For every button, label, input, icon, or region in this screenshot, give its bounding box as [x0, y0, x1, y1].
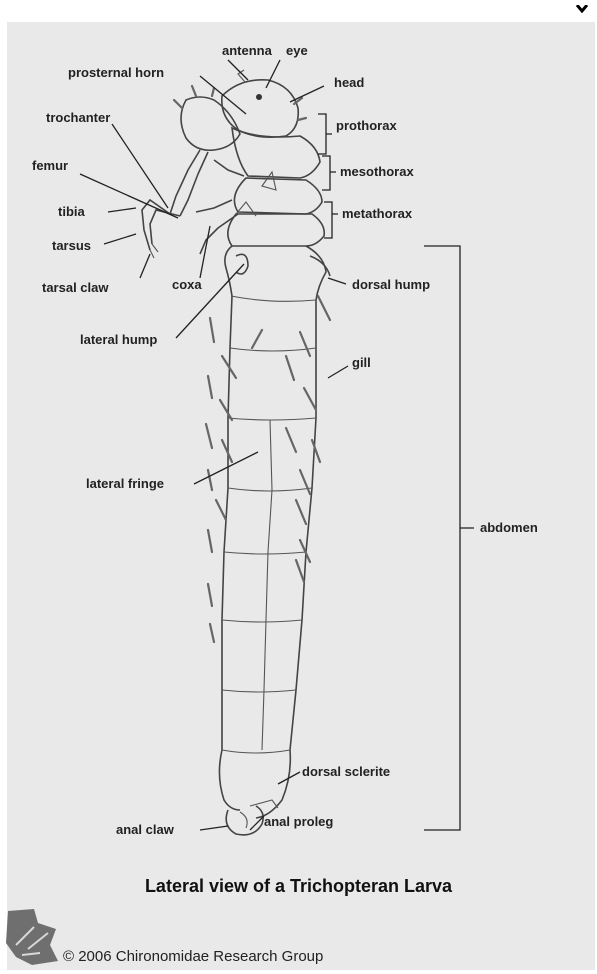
label-trochanter: trochanter: [46, 110, 110, 125]
part-labels: antenna eye prosternal horn head trochan…: [32, 43, 538, 837]
leader-lines: [80, 60, 474, 830]
label-lateral-fringe: lateral fringe: [86, 476, 164, 491]
corner-glyph: [575, 0, 589, 8]
label-dorsal-sclerite: dorsal sclerite: [302, 764, 390, 779]
label-dorsal-hump: dorsal hump: [352, 277, 430, 292]
label-eye: eye: [286, 43, 308, 58]
label-tarsus: tarsus: [52, 238, 91, 253]
label-mesothorax: mesothorax: [340, 164, 414, 179]
label-abdomen: abdomen: [480, 520, 538, 535]
label-prosternal-horn: prosternal horn: [68, 65, 164, 80]
label-gill: gill: [352, 355, 371, 370]
label-antenna: antenna: [222, 43, 273, 58]
label-anal-proleg: anal proleg: [264, 814, 333, 829]
state-map-logo-icon: [4, 905, 64, 974]
larva-body: [181, 70, 330, 835]
label-tibia: tibia: [58, 204, 85, 219]
copyright-notice: © 2006 Chironomidae Research Group: [63, 948, 323, 965]
gills-and-setae: [174, 86, 330, 642]
label-prothorax: prothorax: [336, 118, 397, 133]
diagram-caption: Lateral view of a Trichopteran Larva: [0, 876, 597, 897]
label-coxa: coxa: [172, 277, 202, 292]
diagram-panel: antenna eye prosternal horn head trochan…: [7, 22, 595, 970]
label-femur: femur: [32, 158, 68, 173]
label-anal-claw: anal claw: [116, 822, 175, 837]
larva-legs: [142, 150, 244, 258]
label-head: head: [334, 75, 364, 90]
larva-diagram: antenna eye prosternal horn head trochan…: [7, 22, 595, 970]
label-lateral-hump: lateral hump: [80, 332, 157, 347]
label-metathorax: metathorax: [342, 206, 413, 221]
label-tarsal-claw: tarsal claw: [42, 280, 109, 295]
